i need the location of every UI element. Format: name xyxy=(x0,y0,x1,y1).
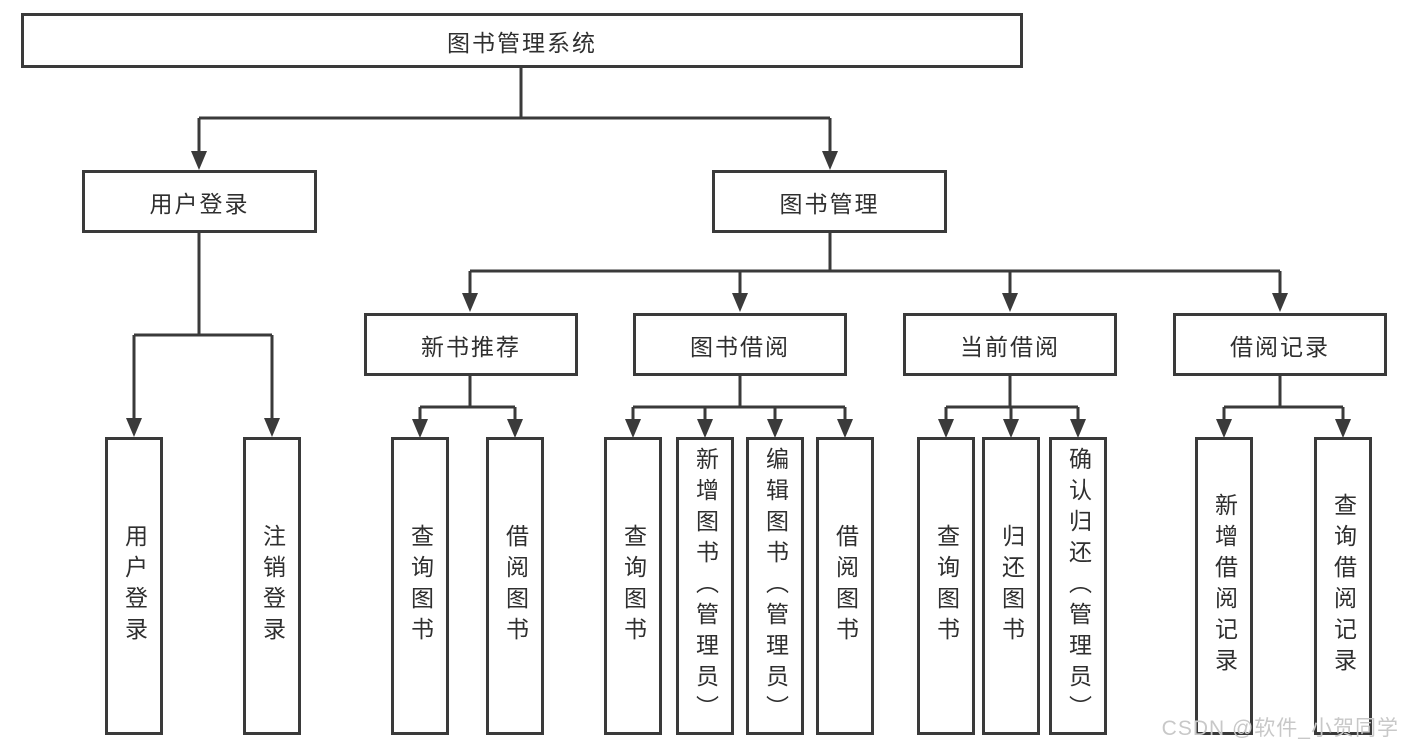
node-borrow-records: 借阅记录 xyxy=(1173,313,1387,376)
connector-new-book-children xyxy=(412,376,523,438)
leaf-user-login-label: 用户登录 xyxy=(121,524,148,648)
node-book-borrow: 图书借阅 xyxy=(633,313,847,376)
node-new-book-recommend-label: 新书推荐 xyxy=(421,333,521,360)
leaf-return-books-label: 归还图书 xyxy=(998,524,1025,648)
leaf-edit-books-admin: 编辑图书（管理员） xyxy=(746,437,804,735)
node-book-management: 图书管理 xyxy=(712,170,947,233)
node-book-management-label: 图书管理 xyxy=(779,190,880,217)
node-current-borrow: 当前借阅 xyxy=(903,313,1117,376)
node-user-login-label: 用户登录 xyxy=(149,190,250,217)
node-current-borrow-label: 当前借阅 xyxy=(960,333,1060,360)
leaf-query-books-current: 查询图书 xyxy=(917,437,975,735)
leaf-query-books-recommend-label: 查询图书 xyxy=(407,524,434,648)
leaf-borrow-books-label: 借阅图书 xyxy=(832,524,859,648)
node-book-borrow-label: 图书借阅 xyxy=(690,333,790,360)
connector-book-mgmt-to-level3 xyxy=(462,233,1288,312)
node-borrow-records-label: 借阅记录 xyxy=(1230,333,1330,360)
connector-borrow-records-children xyxy=(1216,376,1351,438)
leaf-query-books-borrow: 查询图书 xyxy=(604,437,662,735)
leaf-return-books: 归还图书 xyxy=(982,437,1040,735)
leaf-confirm-return-admin: 确认归还（管理员） xyxy=(1049,437,1107,735)
leaf-query-borrow-record-label: 查询借阅记录 xyxy=(1330,493,1357,679)
node-library-system-label: 图书管理系统 xyxy=(447,29,597,56)
leaf-add-borrow-record-label: 新增借阅记录 xyxy=(1211,493,1238,679)
node-library-system: 图书管理系统 xyxy=(21,13,1023,68)
leaf-borrow-books-recommend: 借阅图书 xyxy=(486,437,544,735)
leaf-user-login: 用户登录 xyxy=(105,437,163,735)
connector-book-borrow-children xyxy=(625,376,853,438)
leaf-logout: 注销登录 xyxy=(243,437,301,735)
leaf-borrow-books: 借阅图书 xyxy=(816,437,874,735)
leaf-query-books-recommend: 查询图书 xyxy=(391,437,449,735)
connector-root-to-level2 xyxy=(191,68,838,170)
leaf-add-books-admin-label: 新增图书（管理员） xyxy=(692,446,719,726)
node-user-login: 用户登录 xyxy=(82,170,317,233)
csdn-watermark: CSDN @软件_小贺同学 xyxy=(1161,717,1399,740)
connector-user-login-children xyxy=(126,233,280,437)
leaf-logout-label: 注销登录 xyxy=(259,524,286,648)
leaf-borrow-books-recommend-label: 借阅图书 xyxy=(502,524,529,648)
leaf-add-borrow-record: 新增借阅记录 xyxy=(1195,437,1253,735)
connector-current-borrow-children xyxy=(938,376,1086,438)
leaf-add-books-admin: 新增图书（管理员） xyxy=(676,437,734,735)
leaf-query-borrow-record: 查询借阅记录 xyxy=(1314,437,1372,735)
leaf-confirm-return-admin-label: 确认归还（管理员） xyxy=(1065,446,1092,726)
leaf-edit-books-admin-label: 编辑图书（管理员） xyxy=(762,446,789,726)
leaf-query-books-borrow-label: 查询图书 xyxy=(620,524,647,648)
node-new-book-recommend: 新书推荐 xyxy=(364,313,578,376)
leaf-query-books-current-label: 查询图书 xyxy=(933,524,960,648)
